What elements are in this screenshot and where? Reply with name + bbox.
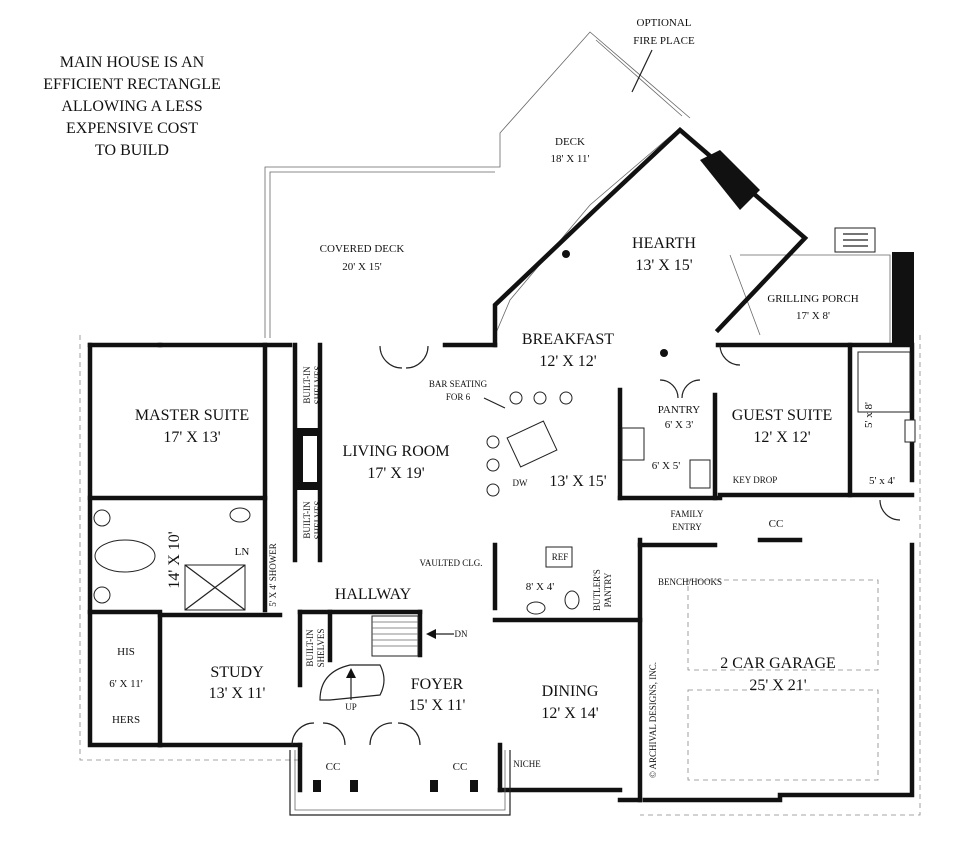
svg-text:SHELVES: SHELVES — [313, 366, 323, 405]
kitchen-size: 13' X 15' — [549, 473, 606, 490]
foyer-size: 15' X 11' — [409, 697, 466, 714]
pantry-size: 6' X 3' — [665, 419, 693, 431]
svg-text:5' x 8': 5' x 8' — [863, 402, 875, 428]
master-suite-size: 17' X 13' — [163, 429, 220, 446]
garage-bays — [687, 579, 879, 781]
family-entry-2: ENTRY — [672, 522, 702, 532]
guest-bath-b-size: 5' x 4' — [869, 475, 895, 487]
his-label: HIS — [117, 646, 135, 658]
deck-name: DECK — [555, 136, 585, 148]
copyright: © ARCHIVAL DESIGNS, INC. — [648, 662, 658, 778]
butlers-pantry-label: BUTLER'S PANTRY — [592, 569, 613, 611]
built-in-shelves-foyer: BUILT-IN SHELVES — [305, 629, 326, 668]
svg-text:BUILT-IN: BUILT-IN — [305, 629, 315, 667]
grilling-porch-size: 17' X 8' — [796, 310, 830, 322]
stairs — [319, 615, 454, 701]
dining-size: 12' X 14' — [541, 705, 598, 722]
breakfast-size: 12' X 12' — [539, 353, 596, 370]
bar-seating-1: BAR SEATING — [429, 379, 488, 389]
living-room-name: LIVING ROOM — [342, 443, 449, 460]
cc-laundry-label: CC — [769, 518, 784, 530]
front-porch — [289, 750, 511, 816]
note-line-1: MAIN HOUSE IS AN — [60, 54, 205, 71]
closet-size: 6' X 11' — [109, 678, 143, 690]
ln-label: LN — [235, 546, 250, 558]
family-entry-1: FAMILY — [671, 509, 704, 519]
svg-text:5' X 4' SHOWER: 5' X 4' SHOWER — [268, 543, 278, 607]
up-label: UP — [345, 702, 357, 712]
hallway-name: HALLWAY — [335, 586, 412, 603]
dining-name: DINING — [542, 683, 599, 700]
guest-suite-name: GUEST SUITE — [732, 407, 833, 424]
deck-size: 18' X 11' — [551, 153, 590, 165]
covered-deck-name: COVERED DECK — [320, 243, 405, 255]
pantry-name: PANTRY — [658, 404, 700, 416]
note-line-4: EXPENSIVE COST — [66, 120, 198, 137]
laundry-size: 6' X 5' — [652, 460, 680, 472]
guest-suite-size: 12' X 12' — [753, 429, 810, 446]
shower-label: 5' X 4' SHOWER — [268, 543, 278, 607]
cc-right-label: CC — [453, 761, 468, 773]
svg-text:BUILT-IN: BUILT-IN — [302, 366, 312, 404]
svg-text:© ARCHIVAL DESIGNS, INC.: © ARCHIVAL DESIGNS, INC. — [648, 662, 658, 778]
niche-callout: NICHE — [513, 759, 541, 769]
doors — [291, 344, 901, 746]
built-in-shelves-upper: BUILT-IN SHELVES — [302, 366, 323, 405]
hearth-name: HEARTH — [632, 235, 696, 252]
bar-seating-2: FOR 6 — [446, 392, 471, 402]
dw-label: DW — [513, 478, 528, 488]
dn-label: DN — [455, 629, 468, 639]
note-line-2: EFFICIENT RECTANGLE — [43, 76, 221, 93]
grilling-porch-name: GRILLING PORCH — [767, 293, 858, 305]
callouts: OPTIONAL FIRE PLACE BAR SEATING FOR 6 VA… — [268, 17, 777, 778]
ref-label: REF — [552, 552, 569, 562]
living-room-size: 17' X 19' — [367, 465, 424, 482]
vaulted-callout: VAULTED CLG. — [419, 558, 482, 568]
note-line-5: TO BUILD — [95, 142, 169, 159]
garage-size: 25' X 21' — [749, 677, 806, 694]
hers-label: HERS — [112, 714, 140, 726]
fireplace-callout-1: OPTIONAL — [637, 17, 692, 29]
note-line-3: ALLOWING A LESS — [61, 98, 202, 115]
guest-tub — [857, 351, 911, 413]
foyer-name: FOYER — [411, 676, 464, 693]
exterior-walls — [87, 126, 915, 803]
room-labels: DECK 18' X 11' COVERED DECK 20' X 15' HE… — [109, 136, 895, 773]
key-drop-callout: KEY DROP — [733, 475, 777, 485]
garage-name: 2 CAR GARAGE — [720, 655, 836, 672]
bench-hooks-callout: BENCH/HOOKS — [658, 577, 722, 587]
tub — [94, 539, 156, 573]
fireplaces — [296, 150, 914, 490]
svg-text:SHELVES: SHELVES — [313, 501, 323, 540]
svg-text:PANTRY: PANTRY — [603, 572, 613, 607]
guest-bath-a-size: 5' x 8' — [863, 402, 875, 428]
note-text: MAIN HOUSE IS AN EFFICIENT RECTANGLE ALL… — [43, 54, 221, 159]
master-suite-name: MASTER SUITE — [135, 407, 249, 424]
cc-left-label: CC — [326, 761, 341, 773]
hearth-size: 13' X 15' — [635, 257, 692, 274]
svg-text:BUTLER'S: BUTLER'S — [592, 569, 602, 611]
grill-fireplace — [892, 252, 914, 347]
breakfast-name: BREAKFAST — [522, 331, 614, 348]
master-bath-size: 14' X 10' — [166, 531, 183, 588]
powder-size: 8' X 4' — [526, 581, 554, 593]
study-size: 13' X 11' — [209, 685, 266, 702]
svg-text:BUILT-IN: BUILT-IN — [302, 501, 312, 539]
fixtures — [93, 250, 916, 615]
svg-text:14' X 10': 14' X 10' — [166, 531, 183, 588]
svg-text:SHELVES: SHELVES — [316, 629, 326, 668]
covered-deck-size: 20' X 15' — [342, 261, 381, 273]
built-in-shelves-lower: BUILT-IN SHELVES — [302, 501, 323, 540]
fireplace-callout-2: FIRE PLACE — [633, 35, 695, 47]
kitchen-sink — [506, 420, 558, 468]
study-name: STUDY — [210, 664, 264, 681]
